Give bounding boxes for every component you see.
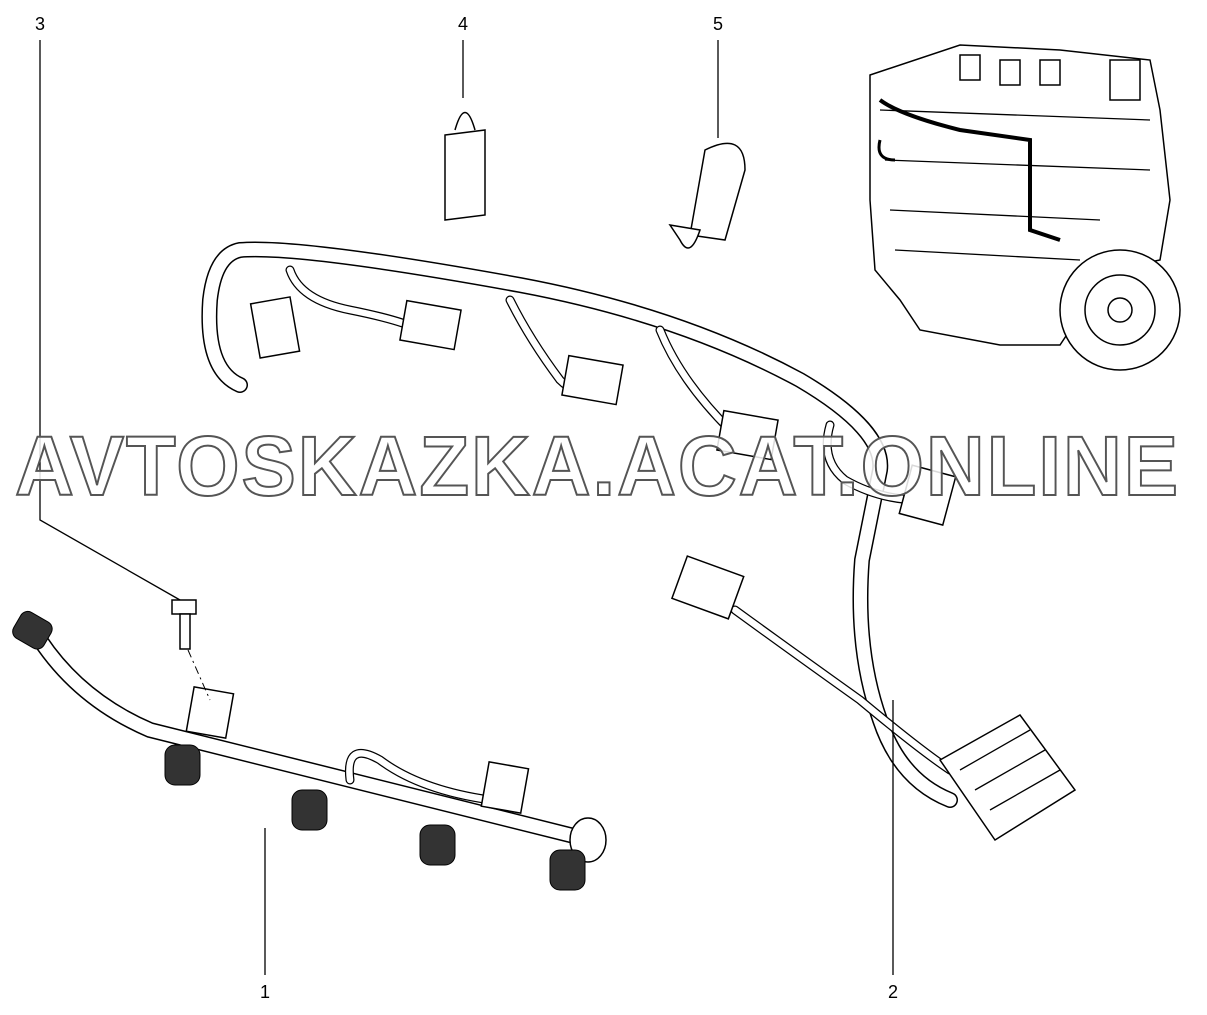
watermark: AVTOSKAZKA.ACAT.ONLINE <box>15 419 1180 513</box>
bolt <box>171 599 211 701</box>
callout-3: 3 <box>34 14 46 34</box>
engine-wiring-harness <box>201 241 1077 842</box>
clamp-5 <box>668 142 746 249</box>
clamp-4 <box>444 111 486 221</box>
injector-wiring-harness <box>12 610 607 891</box>
callout-4: 4 <box>457 14 469 34</box>
engine-illustration <box>869 44 1181 371</box>
callout-1: 1 <box>259 982 271 1002</box>
injector-connectors <box>164 744 586 891</box>
callout-2: 2 <box>887 982 899 1002</box>
leader-lines <box>39 40 894 975</box>
callout-5: 5 <box>712 14 724 34</box>
